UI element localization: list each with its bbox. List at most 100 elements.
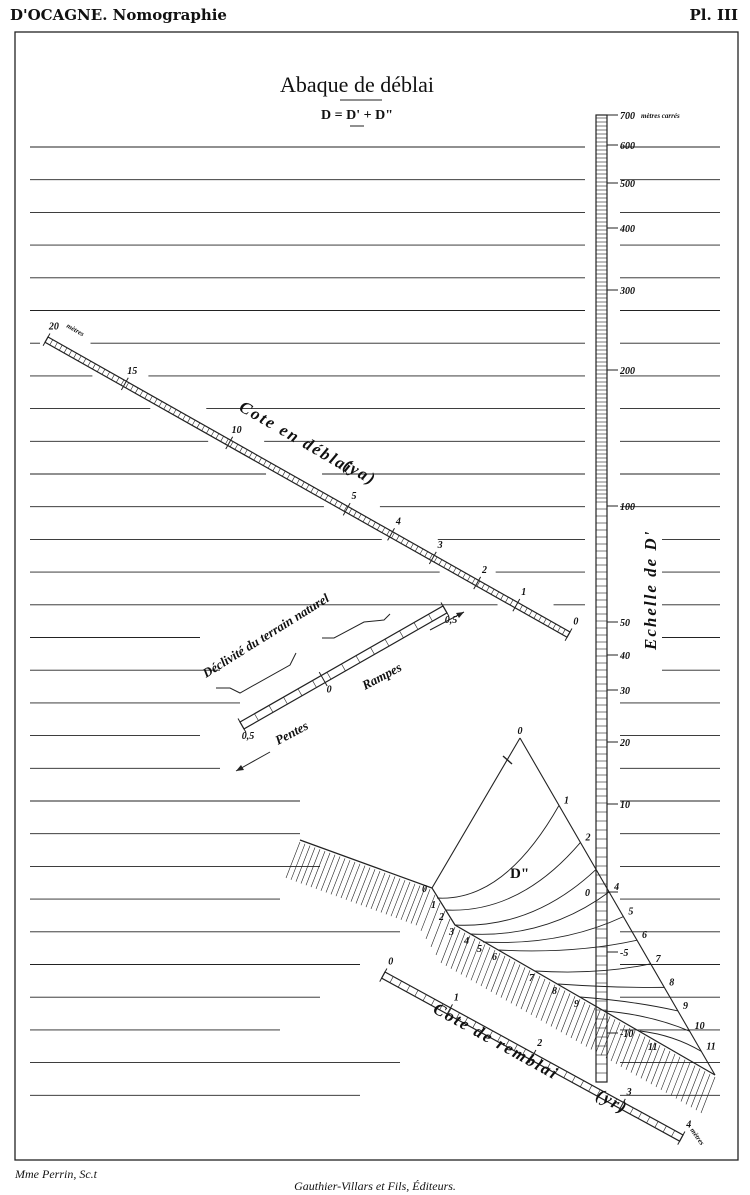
hatch-line [645, 1045, 661, 1082]
hatch-line [470, 944, 486, 981]
deblai-tick [419, 548, 424, 555]
slope-major-tick [237, 718, 247, 733]
hatch-line [445, 929, 461, 966]
deblai-tick [471, 578, 476, 584]
deblai-tick [438, 559, 443, 565]
d-prime-tick-label: -10 [620, 1029, 633, 1040]
hatch-line [505, 964, 521, 1001]
deblai-tick [433, 556, 438, 563]
deblai-major-tick [225, 436, 234, 450]
deblai-tick [524, 607, 528, 614]
remblai-tick [414, 989, 419, 997]
deblai-tick [372, 521, 376, 528]
d-second-left-label: 2 [438, 912, 444, 923]
deblai-tick [134, 387, 139, 394]
deblai-tick [528, 610, 533, 616]
d-prime-tick-label: 40 [619, 651, 630, 662]
hatch-line [325, 856, 341, 893]
hatch-line [440, 926, 456, 964]
deblai-tick [63, 347, 68, 354]
remblai-tick [646, 1116, 651, 1124]
deblai-tick [552, 623, 557, 630]
hatch-line [550, 990, 566, 1027]
d-second-left-label: 9 [574, 999, 579, 1010]
deblai-tick [158, 401, 163, 407]
deblai-tick [111, 374, 115, 380]
hatch-line [345, 863, 361, 900]
deblai-tick [357, 513, 362, 520]
deblai-tick-label: 15 [127, 366, 137, 377]
slope-tick [312, 680, 317, 688]
d-second-curve [579, 996, 679, 1012]
hatch-line [665, 1056, 681, 1093]
pentes-label: Pentes [272, 718, 310, 748]
deblai-tick [405, 540, 409, 547]
deblai-scale-name: Cote en déblai [236, 397, 356, 478]
hatch-line [610, 1024, 626, 1062]
slope-tick [384, 638, 390, 647]
d-second-right-label: 11 [706, 1041, 715, 1052]
hatch-line [335, 860, 351, 897]
deblai-tick [424, 551, 428, 557]
remblai-tick [538, 1057, 543, 1065]
deblai-tick [282, 470, 286, 477]
hatch-line [515, 970, 531, 1007]
guide-lines [30, 146, 720, 1096]
hatch-line [620, 1030, 636, 1067]
d-second-right-label: 5 [628, 907, 633, 918]
hatch-line [635, 1039, 651, 1076]
remblai-tick [455, 1012, 460, 1020]
remblai-tick [422, 994, 427, 1001]
hatch-line [450, 932, 466, 969]
d-second-curve [436, 805, 560, 899]
remblai-tick [613, 1098, 618, 1106]
deblai-tick [206, 428, 210, 434]
remblai-tick [580, 1080, 584, 1087]
deblai-tick [125, 382, 129, 388]
d-second-curve [454, 869, 597, 926]
hatch-line [655, 1050, 671, 1088]
hatch-line [625, 1033, 641, 1070]
d-second-right-label: 8 [669, 977, 674, 988]
hatch-line [560, 996, 576, 1033]
hatch-line [660, 1053, 676, 1091]
deblai-tick [490, 588, 495, 595]
hatch-line [685, 1068, 701, 1105]
formula: D = D' + D" [321, 108, 393, 123]
remblai-major-tick [677, 1131, 686, 1145]
hatch-line [380, 876, 396, 913]
plate-frame [14, 31, 739, 1161]
remblai-tick [488, 1030, 493, 1038]
hatch-line [385, 878, 401, 915]
slope-tick [283, 696, 288, 705]
deblai-tick [101, 369, 106, 375]
d-second-right-edge [519, 737, 716, 1076]
deblai-tick [253, 454, 258, 461]
remblai-tick [497, 1035, 502, 1042]
hatch-line [545, 987, 561, 1024]
deblai-tick [395, 535, 400, 541]
slope-tick-label: 0 [327, 684, 332, 695]
deblai-tick-label: 0 [573, 617, 578, 628]
hatch-line [285, 841, 301, 879]
hatch-line [500, 961, 516, 998]
hatch-line [535, 981, 551, 1018]
hatch-line [455, 935, 471, 972]
deblai-tick [68, 350, 72, 356]
deblai-tick [286, 473, 291, 480]
remblai-tick [662, 1125, 667, 1133]
deblai-tick [339, 503, 343, 509]
deblai-tick [452, 567, 457, 574]
d-second-curve [557, 983, 665, 988]
hatch-line [640, 1042, 656, 1079]
hatch-line [400, 883, 416, 920]
d-second-curve [482, 916, 624, 943]
d-second-left-label: 5 [477, 944, 482, 955]
publisher-credit: Gauthier-Villars et Fils, Éditeurs. [294, 1179, 456, 1193]
hatch-line [510, 967, 526, 1004]
deblai-major-tick [512, 598, 521, 612]
ground-line [299, 839, 716, 1076]
hatch-line [495, 958, 511, 995]
